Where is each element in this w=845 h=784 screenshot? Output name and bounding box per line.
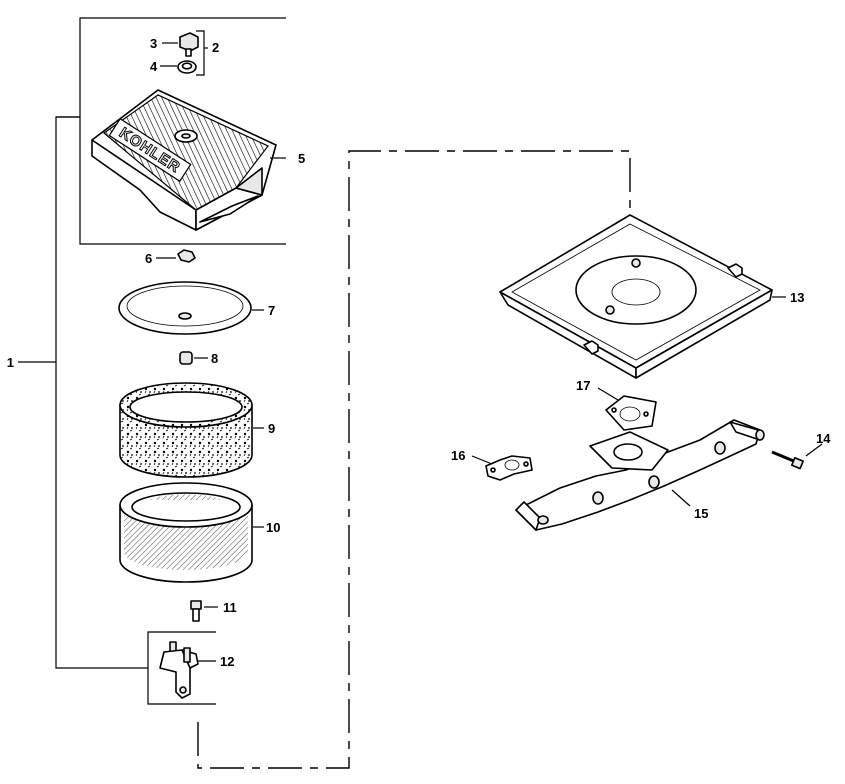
callout-3: 3 <box>150 36 157 51</box>
air-cleaner-cover: KOHLER <box>91 89 286 231</box>
mounting-bracket <box>159 641 216 699</box>
intake-manifold <box>515 419 765 531</box>
callout-13: 13 <box>790 290 804 305</box>
callout-14: 14 <box>816 431 831 446</box>
bracket-2 <box>196 30 208 76</box>
connector-line <box>197 150 631 769</box>
callout-4: 4 <box>150 59 158 74</box>
manifold-gasket <box>471 455 533 481</box>
air-cleaner-base <box>499 214 786 379</box>
callout-11: 11 <box>223 600 237 615</box>
callout-12: 12 <box>220 654 234 669</box>
callout-7: 7 <box>268 303 275 318</box>
assembly-bracket-1 <box>18 116 148 669</box>
callout-2: 2 <box>212 40 219 55</box>
base-gasket <box>597 387 657 431</box>
grommet-part <box>160 60 197 74</box>
bracket-group-frame <box>147 631 216 705</box>
callout-16: 16 <box>451 448 465 463</box>
callout-8: 8 <box>211 351 218 366</box>
air-cleaner-plate <box>118 281 264 335</box>
callout-15: 15 <box>694 506 708 521</box>
callout-10: 10 <box>266 520 280 535</box>
seal-nut <box>179 351 208 365</box>
callout-labels: 1 2 3 4 5 6 7 8 9 10 11 12 13 14 15 16 1… <box>7 36 831 669</box>
callout-17: 17 <box>576 378 590 393</box>
callout-1: 1 <box>7 355 14 370</box>
hex-bolt <box>190 600 218 622</box>
callout-6: 6 <box>145 251 152 266</box>
filter-element <box>119 482 264 583</box>
fitting-part <box>162 32 199 57</box>
callout-5: 5 <box>298 151 305 166</box>
precleaner-foam <box>119 382 264 478</box>
wing-nut <box>156 249 196 263</box>
callout-9: 9 <box>268 421 275 436</box>
manifold-screw <box>771 443 823 470</box>
cover-group-frame <box>79 17 286 245</box>
